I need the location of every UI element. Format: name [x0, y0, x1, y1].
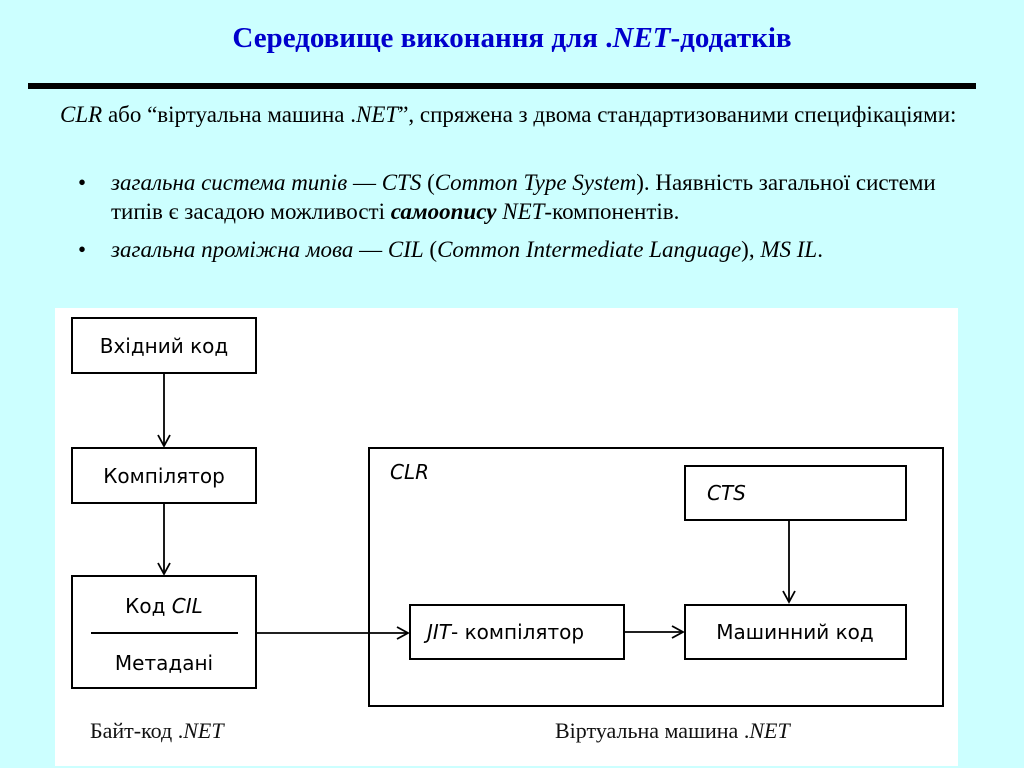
cil-code-label: Код CIL [125, 594, 203, 618]
compiler-label: Компілятор [103, 464, 225, 488]
source-code-box [71, 317, 257, 374]
machine-code-box [684, 604, 907, 660]
intro-paragraph: CLR або “віртуальна машина .NET”, спряже… [60, 102, 957, 127]
clr-term: CLR [60, 102, 103, 127]
compiler-box [71, 447, 257, 504]
spec-list: •загальна система типів — CTS (Common Ty… [74, 168, 974, 273]
slide-title: Середовище виконання для .NET-додатків [232, 22, 792, 54]
list-item-cts: •загальна система типів — CTS (Common Ty… [78, 170, 936, 224]
virtual-machine-caption: Віртуальна машина .NET [555, 718, 791, 743]
source-code-label: Вхідний код [100, 334, 229, 358]
jit-compiler-label: JIT- компілятор [423, 620, 584, 644]
cts-box [684, 465, 907, 521]
title-divider [28, 83, 976, 89]
machine-code-label: Машинний код [716, 620, 873, 644]
list-item-cil: •загальна проміжна мова — CIL (Common In… [78, 237, 823, 262]
bullet-icon: • [78, 237, 87, 262]
jit-compiler-box [409, 604, 625, 660]
clr-container [368, 447, 944, 707]
clr-container-label: CLR [390, 460, 429, 484]
clr-diagram: Вхідний код Компілятор Код CIL Метадані … [55, 308, 958, 766]
bytecode-caption: Байт-код .NET [90, 718, 225, 743]
diagram-canvas: Вхідний код Компілятор Код CIL Метадані … [71, 317, 944, 743]
cts-label: CTS [707, 481, 746, 505]
metadata-label: Метадані [115, 651, 213, 675]
bullet-icon: • [78, 170, 87, 195]
